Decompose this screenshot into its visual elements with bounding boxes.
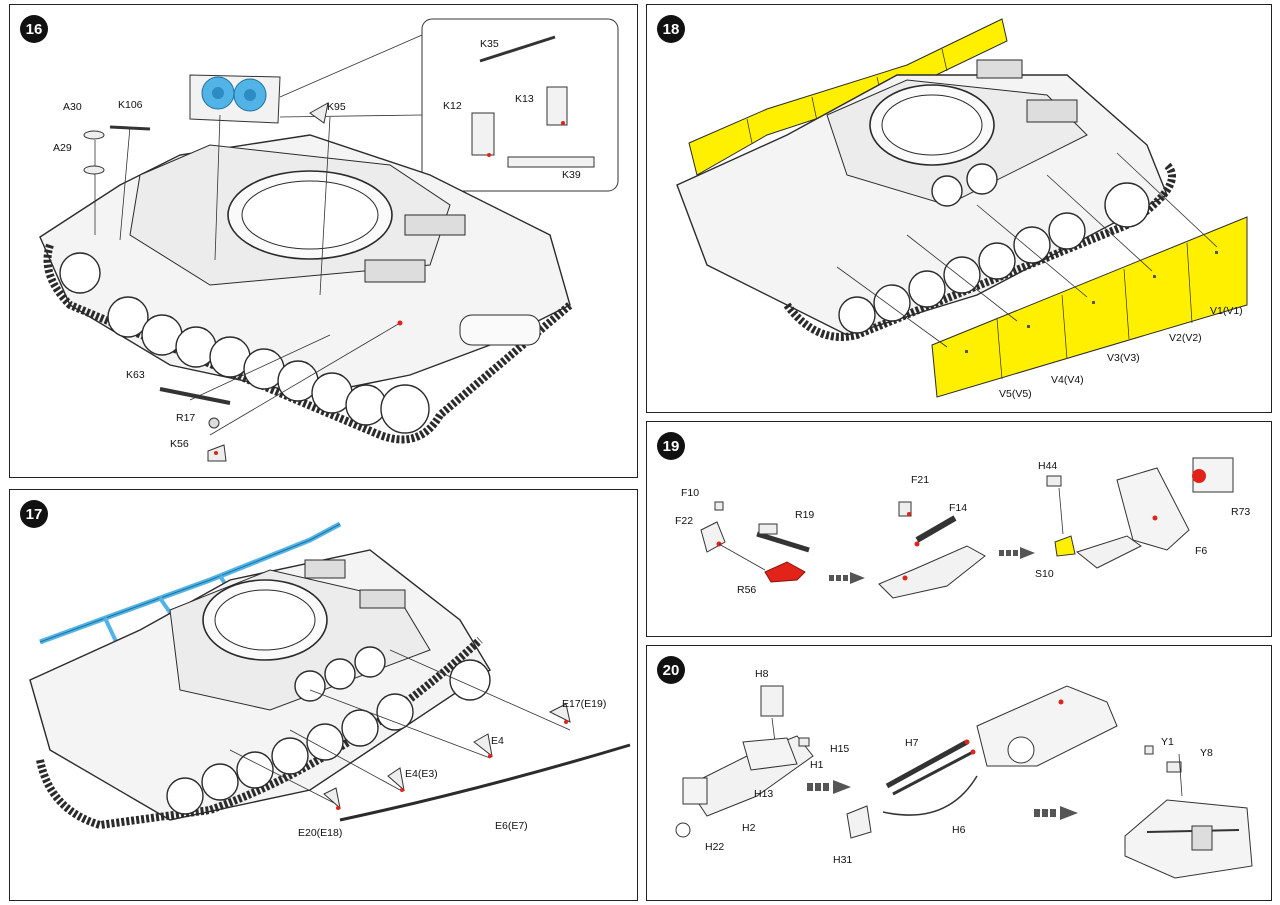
part-label: K56 — [170, 438, 189, 450]
part-label: H6 — [952, 824, 966, 836]
panel-step-18: 18 — [646, 4, 1272, 413]
interior-assembly-drawing — [675, 685, 1253, 879]
part-label: H13 — [754, 788, 774, 800]
part-label: F10 — [681, 487, 700, 499]
panel-step-17: 17 — [9, 489, 638, 901]
tank-hull-drawing — [29, 521, 631, 830]
part-label: K39 — [562, 169, 581, 181]
step-arrow-icon — [1034, 806, 1078, 820]
part-label: R19 — [795, 509, 815, 521]
step-number-badge: 16 — [20, 15, 48, 43]
step-number-badge: 19 — [657, 432, 685, 460]
part-label: F21 — [911, 474, 930, 486]
part-label: H15 — [830, 743, 850, 755]
part-label: Y8 — [1200, 747, 1213, 759]
part-label: H22 — [705, 841, 725, 853]
step-arrow-icon — [999, 547, 1035, 559]
part-label: V4(V4) — [1051, 374, 1084, 386]
step-arrow-icon — [807, 780, 851, 794]
part-label: F14 — [949, 502, 968, 514]
part-label: K12 — [443, 100, 462, 112]
part-label: R17 — [176, 412, 196, 424]
part-label: A29 — [53, 142, 72, 154]
part-label: S10 — [1035, 568, 1054, 580]
part-label: H44 — [1038, 460, 1058, 472]
part-label: K106 — [118, 99, 143, 111]
tank-hull-drawing — [39, 18, 619, 462]
part-label: H2 — [742, 822, 756, 834]
panel-step-16: 16 — [9, 4, 638, 478]
part-label: V2(V2) — [1169, 332, 1202, 344]
part-label: K95 — [327, 101, 346, 113]
tank-hull-drawing — [676, 18, 1248, 398]
part-label: F22 — [675, 515, 694, 527]
part-label: A30 — [63, 101, 82, 113]
part-label: R56 — [737, 584, 757, 596]
part-label: H31 — [833, 854, 853, 866]
step-number-badge: 17 — [20, 500, 48, 528]
panel-step-20: 20 H8 H15 H1 H13 H2 H2 — [646, 645, 1272, 901]
part-label: E20(E18) — [298, 827, 343, 839]
part-label: Y1 — [1161, 736, 1174, 748]
part-label: F6 — [1195, 545, 1208, 557]
part-label: K13 — [515, 93, 534, 105]
part-label: H8 — [755, 668, 769, 680]
part-label: H7 — [905, 737, 919, 749]
part-label: V1(V1) — [1210, 305, 1243, 317]
part-label: R73 — [1231, 506, 1251, 518]
panel-step-19: 19 F10 F22 R19 R56 F21 F — [646, 421, 1272, 637]
part-label: E17(E19) — [562, 698, 607, 710]
part-label: V5(V5) — [999, 388, 1032, 400]
gun-mantlet-drawing — [700, 457, 1234, 599]
part-label: V3(V3) — [1107, 352, 1140, 364]
part-label: E4(E3) — [405, 768, 438, 780]
step-number-badge: 20 — [657, 656, 685, 684]
part-label: K35 — [480, 38, 499, 50]
step-arrow-icon — [829, 572, 865, 584]
step-number-badge: 18 — [657, 15, 685, 43]
part-label: H1 — [810, 759, 824, 771]
part-label: E6(E7) — [495, 820, 528, 832]
part-label: K63 — [126, 369, 145, 381]
part-label: E4 — [491, 735, 504, 747]
